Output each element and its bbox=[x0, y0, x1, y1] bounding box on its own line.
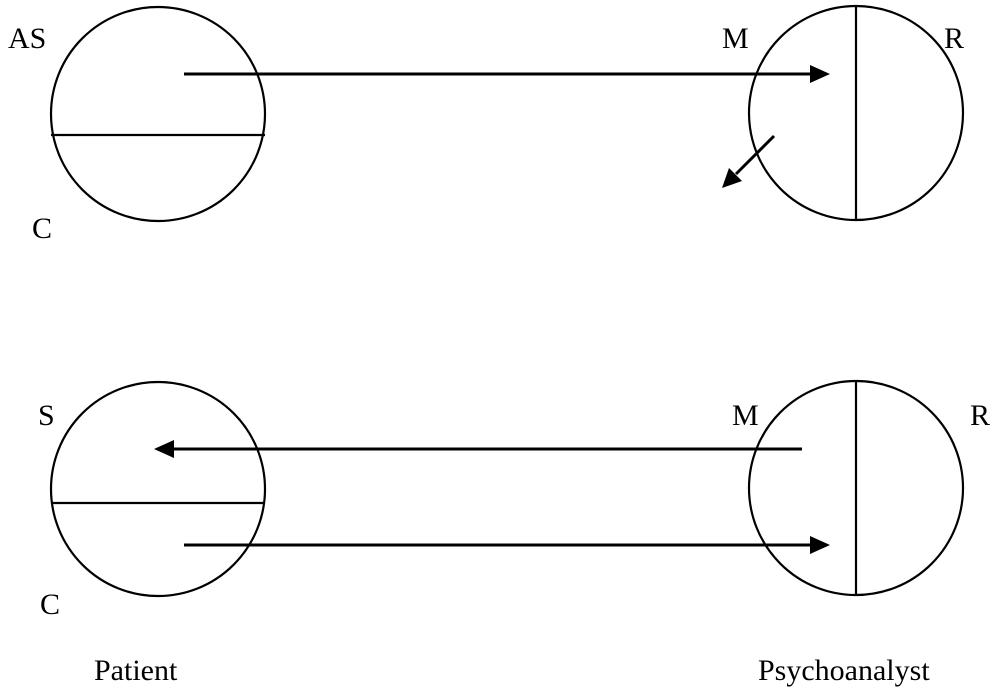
bottom-analyst-left-label: M bbox=[732, 399, 759, 432]
top-patient-circle-outline bbox=[49, 5, 267, 223]
bottom-analyst-circle bbox=[747, 379, 965, 597]
top-patient-lower-label: C bbox=[32, 212, 52, 245]
bottom-patient-circle-outline bbox=[49, 380, 267, 598]
top-analyst-left-label: M bbox=[722, 22, 749, 55]
bottom-patient-lower-label: C bbox=[40, 588, 60, 621]
bottom-patient-circle bbox=[49, 380, 267, 598]
bottom-row: S C M R bbox=[38, 379, 990, 621]
top-patient-circle bbox=[49, 5, 267, 223]
psychoanalyst-caption: Psychoanalyst bbox=[758, 654, 930, 687]
bottom-patient-upper-label: S bbox=[38, 399, 55, 432]
top-analyst-circle bbox=[747, 4, 965, 222]
top-diagonal-arrow bbox=[722, 134, 776, 188]
patient-caption: Patient bbox=[94, 654, 178, 687]
top-arrow-to-analyst bbox=[184, 65, 830, 83]
top-analyst-right-label: R bbox=[944, 22, 964, 55]
top-patient-upper-label: AS bbox=[8, 22, 46, 55]
top-row: AS C M R bbox=[8, 4, 965, 245]
bottom-analyst-right-label: R bbox=[970, 399, 990, 432]
bottom-arrow-to-analyst bbox=[184, 536, 830, 554]
bottom-arrow-to-patient bbox=[154, 440, 802, 458]
